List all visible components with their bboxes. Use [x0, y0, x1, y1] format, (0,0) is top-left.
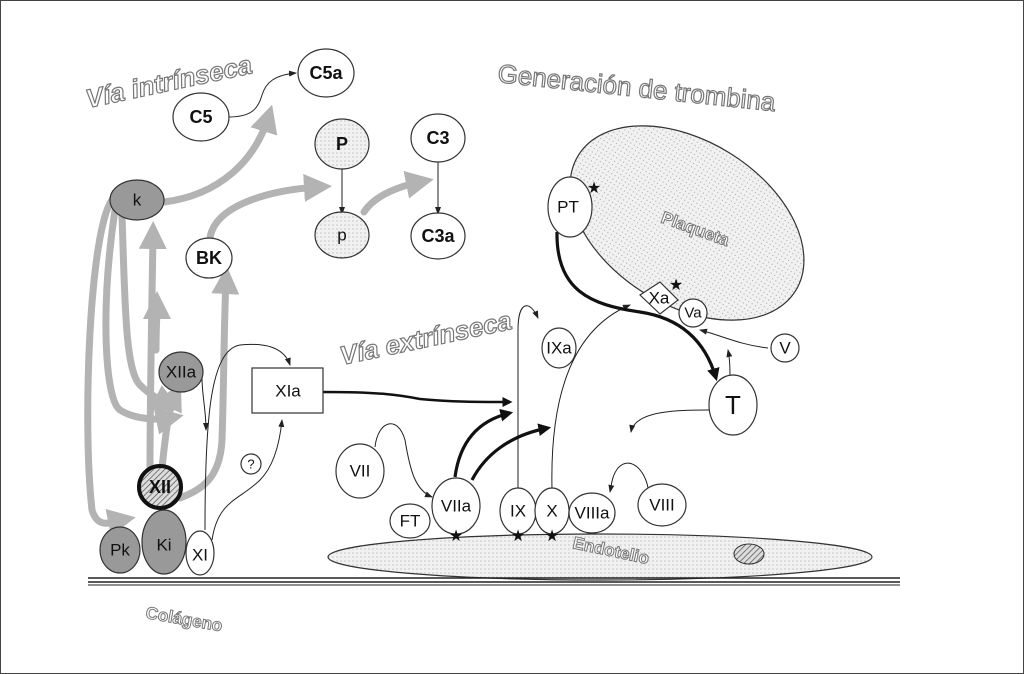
node-Xa[interactable]: Xa [639, 281, 679, 315]
star-icon: ★ [545, 528, 559, 545]
node-FT[interactable]: FT [389, 503, 431, 539]
node-X[interactable]: X [534, 487, 570, 535]
node-C5[interactable]: C5 [172, 92, 230, 142]
node-BK[interactable]: BK [185, 237, 233, 279]
collagen-surface [88, 577, 900, 586]
star-icon: ★ [511, 528, 525, 545]
svg-text:IXa: IXa [546, 339, 572, 358]
node-IXa[interactable]: IXa [541, 327, 577, 369]
node-P[interactable]: P [314, 118, 370, 170]
star-icon: ★ [587, 180, 601, 197]
node-XI[interactable]: XI [185, 530, 215, 576]
svg-text:C3a: C3a [421, 226, 455, 246]
svg-text:Xa: Xa [649, 289, 670, 308]
receptor-star-icons: ★ ★ ★ ★ ★ [449, 180, 683, 545]
node-T[interactable]: T [708, 374, 758, 436]
node-VIIa[interactable]: VIIa [431, 477, 481, 535]
extrinsic-pathway-title: Vía extrínseca [337, 305, 514, 371]
node-XII[interactable]: XII [137, 464, 183, 510]
node-IX[interactable]: IX [499, 487, 537, 535]
svg-text:IX: IX [510, 502, 526, 521]
svg-text:XII: XII [149, 477, 171, 497]
svg-text:C3: C3 [426, 128, 449, 148]
svg-text:?: ? [247, 457, 254, 472]
svg-text:p: p [337, 226, 346, 245]
star-icon: ★ [669, 277, 683, 294]
svg-text:C5: C5 [189, 107, 212, 127]
intrinsic-pathway-title: Vía intrínseca [83, 49, 255, 113]
svg-text:VIIIa: VIIIa [575, 504, 611, 523]
thin-arrows [201, 70, 769, 541]
node-C3[interactable]: C3 [410, 113, 466, 163]
node-k[interactable]: k [109, 179, 165, 221]
node-Pk[interactable]: Pk [99, 526, 141, 574]
svg-text:XIa: XIa [275, 382, 301, 401]
svg-text:FT: FT [400, 512, 421, 531]
node-VII[interactable]: VII [335, 443, 385, 499]
collagen-label: Colágeno [144, 603, 224, 635]
node-V[interactable]: V [770, 333, 800, 363]
svg-text:V: V [779, 339, 791, 358]
svg-text:Ki: Ki [156, 536, 171, 555]
svg-text:VIIa: VIIa [441, 497, 472, 516]
node-C5a[interactable]: C5a [297, 48, 355, 98]
svg-text:Pk: Pk [110, 541, 130, 560]
svg-text:PT: PT [557, 198, 579, 217]
star-icon: ★ [449, 528, 463, 545]
node-XIa[interactable]: XIa [251, 367, 324, 414]
svg-text:VII: VII [350, 462, 371, 481]
node-VIII[interactable]: VIII [637, 483, 687, 527]
thick-arrows [322, 231, 720, 481]
svg-text:C5a: C5a [309, 63, 343, 83]
svg-text:XIIa: XIIa [166, 363, 197, 382]
nucleus-shape [733, 543, 765, 565]
node-Ki[interactable]: Ki [141, 509, 187, 575]
svg-text:Va: Va [684, 305, 702, 322]
svg-text:T: T [725, 390, 741, 420]
node-PT[interactable]: PT [547, 176, 593, 238]
node-VIIIa[interactable]: VIIIa [568, 492, 616, 534]
svg-text:BK: BK [196, 248, 222, 268]
node-XIIa[interactable]: XIIa [158, 351, 204, 393]
node-p[interactable]: p [314, 211, 370, 259]
node-C3a[interactable]: C3a [410, 212, 466, 260]
node-Va[interactable]: Va [678, 298, 708, 328]
svg-text:XI: XI [192, 546, 208, 565]
thrombin-generation-title: Generación de trombina [496, 58, 777, 117]
node-question[interactable]: ? [240, 453, 262, 475]
endothelium-shape [327, 533, 873, 581]
gray-arrows [84, 104, 434, 537]
svg-text:P: P [336, 134, 348, 154]
svg-text:VIII: VIII [649, 496, 675, 515]
svg-text:X: X [546, 502, 557, 521]
svg-text:k: k [133, 191, 142, 210]
